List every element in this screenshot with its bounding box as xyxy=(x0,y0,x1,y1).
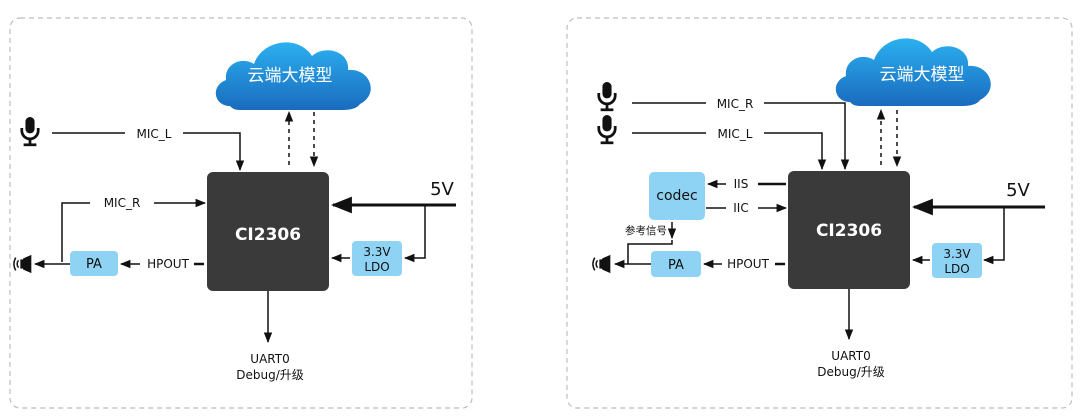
mic-l-label: MIC_L xyxy=(137,127,172,141)
pa-label: PA xyxy=(86,257,102,272)
mic-r-label: MIC_R xyxy=(104,196,141,210)
pa-box xyxy=(651,251,701,277)
microphone-icon xyxy=(20,117,40,148)
left-cloud: 云端大模型 xyxy=(215,42,371,110)
left-panel: 云端大模型 CI2306 MIC_L MIC_R PA HPOUT 5V 3.3… xyxy=(9,17,473,409)
pa-label: PA xyxy=(668,258,684,273)
mic-l-wire-b xyxy=(183,132,245,172)
uart-label-line1: UART0 xyxy=(831,349,870,363)
ci2306-chip xyxy=(788,171,910,289)
ldo-box xyxy=(932,243,982,278)
uart-label-line2: Debug/升级 xyxy=(817,365,885,379)
ldo-label-line1: 3.3V xyxy=(363,245,391,259)
power-to-ldo-wire xyxy=(982,207,1005,265)
mic-l-wire-b xyxy=(764,132,827,171)
hpout-label: HPOUT xyxy=(147,257,189,271)
mic-r-wire-b xyxy=(764,102,850,171)
cloud-shape xyxy=(215,42,371,110)
chip-label: CI2306 xyxy=(235,225,301,245)
voltage-label: 5V xyxy=(430,179,454,200)
speaker-icon xyxy=(592,254,612,274)
right-panel-border xyxy=(566,17,1073,409)
codec-label: codec xyxy=(656,188,697,204)
pa-box xyxy=(70,251,118,276)
hpout-label: HPOUT xyxy=(727,257,769,271)
mic-r-label: MIC_R xyxy=(717,97,754,111)
cloud-shape xyxy=(835,38,991,106)
right-panel: 云端大模型 CI2306 MIC_R MIC_L codec IIS IIC 参… xyxy=(566,17,1073,409)
uart-label-line1: UART0 xyxy=(250,352,289,366)
speaker-icon xyxy=(13,254,33,274)
ci2306-chip xyxy=(207,172,329,291)
ldo-box xyxy=(352,241,402,276)
power-to-ldo-wire xyxy=(403,205,426,263)
codec-box xyxy=(649,172,705,220)
cloud-label: 云端大模型 xyxy=(248,66,333,86)
ldo-label-line2: LDO xyxy=(364,260,389,274)
chip-label: CI2306 xyxy=(816,221,882,241)
microphone-icon-l xyxy=(597,115,617,146)
left-panel-border xyxy=(9,17,473,409)
voltage-label: 5V xyxy=(1006,180,1030,201)
iic-label: IIC xyxy=(733,201,748,215)
cloud-label: 云端大模型 xyxy=(880,65,965,85)
ref-signal-label: 参考信号 xyxy=(625,224,667,237)
microphone-icon-r xyxy=(597,82,617,113)
iis-label: IIS xyxy=(734,177,749,191)
ldo-label-line2: LDO xyxy=(944,262,969,276)
uart-label-line2: Debug/升级 xyxy=(236,368,304,382)
mic-l-label: MIC_L xyxy=(718,127,753,141)
ref-signal-wire xyxy=(627,240,673,264)
ldo-label-line1: 3.3V xyxy=(943,247,971,261)
right-cloud: 云端大模型 xyxy=(835,38,991,106)
mic-r-wire-a xyxy=(61,202,90,262)
